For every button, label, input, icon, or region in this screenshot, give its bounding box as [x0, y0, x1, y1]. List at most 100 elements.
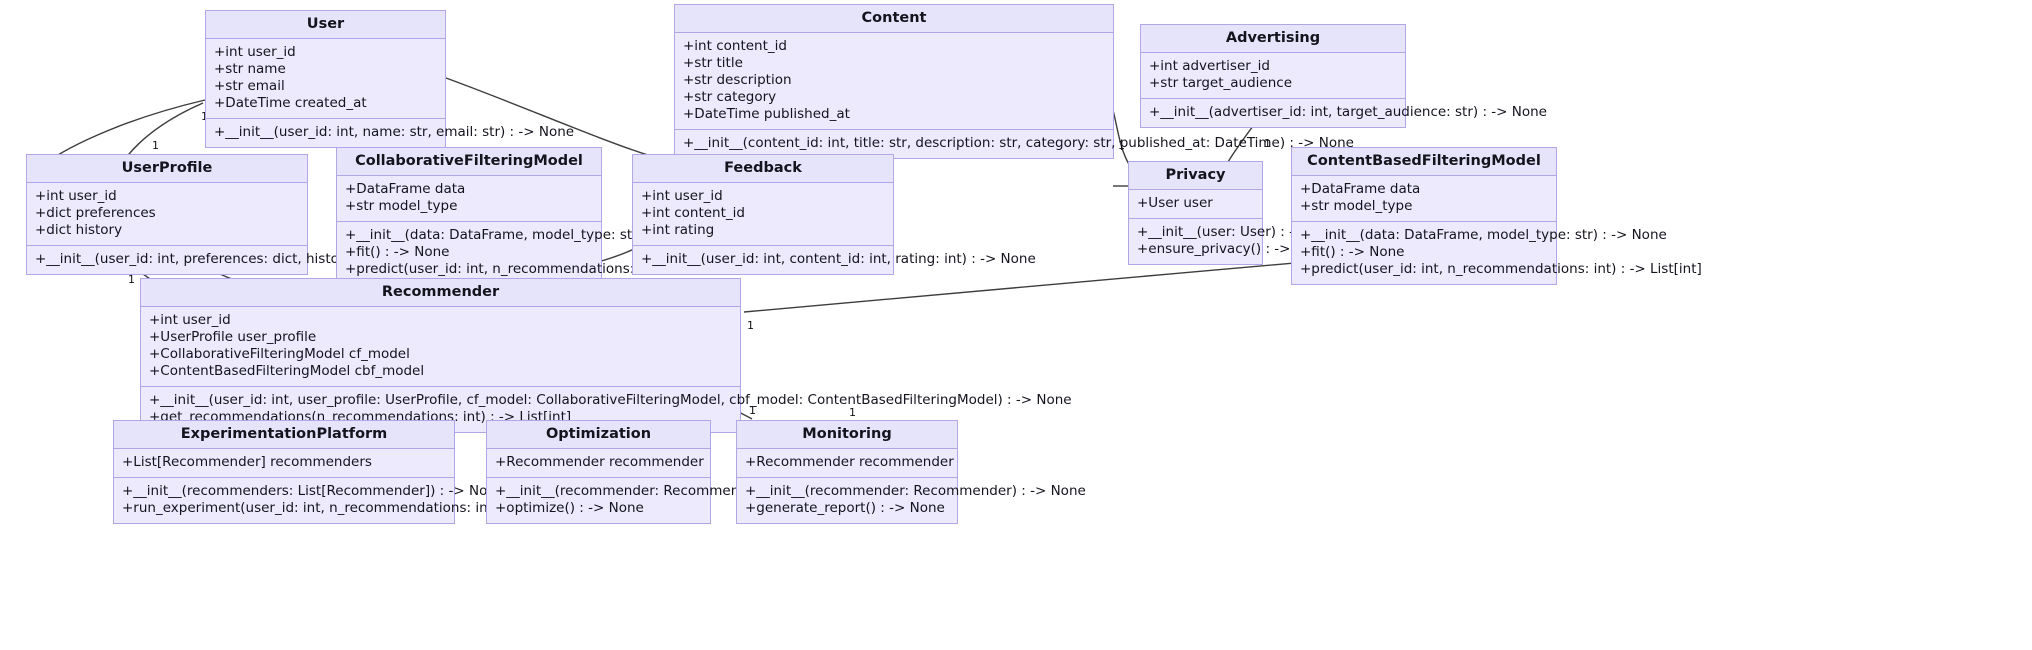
methods-section: +__init__(user_id: int, preferences: dic…: [27, 246, 460, 274]
attribute-row: +int content_id: [683, 38, 787, 54]
methods-section: +__init__(content_id: int, title: str, d…: [675, 130, 1354, 158]
attribute-row: +Recommender recommender: [495, 454, 704, 470]
methods-section: +__init__(user: User) : -> None +ensure_…: [1129, 219, 1345, 264]
attribute-row: +Recommender recommender: [745, 454, 954, 470]
attribute-row: +str target_audience: [1149, 75, 1293, 91]
attribute-row: +DateTime published_at: [683, 106, 850, 122]
class-title: Optimization: [487, 421, 710, 449]
multiplicity-label: 1: [152, 139, 159, 152]
class-node-monitoring[interactable]: Monitoring +Recommender recommender +__i…: [736, 420, 1086, 524]
class-title: Privacy: [1129, 162, 1262, 190]
class-node-contentbasedfilteringmodel[interactable]: ContentBasedFilteringModel +DataFrame da…: [1291, 147, 1702, 285]
attribute-row: +int content_id: [641, 205, 745, 221]
attributes-section: +List[Recommender] recommenders: [114, 449, 454, 478]
class-node-recommender[interactable]: Recommender +int user_id +UserProfile us…: [140, 278, 1072, 433]
method-row: +__init__(data: DataFrame, model_type: s…: [345, 227, 712, 243]
attributes-section: +int user_id +UserProfile user_profile +…: [141, 307, 740, 387]
attribute-row: +ContentBasedFilteringModel cbf_model: [149, 363, 425, 379]
methods-section: +__init__(user_id: int, name: str, email…: [206, 119, 575, 147]
method-row: +__init__(user_id: int, user_profile: Us…: [149, 392, 1072, 408]
attribute-row: +DataFrame data: [1300, 181, 1421, 197]
attribute-row: +str title: [683, 55, 743, 71]
edge-content-privacy: [1112, 109, 1131, 167]
method-row: +__init__(user_id: int, name: str, email…: [214, 124, 575, 140]
class-node-user[interactable]: User +int user_id +str name +str email +…: [205, 10, 575, 148]
attribute-row: +User user: [1137, 195, 1213, 211]
class-node-advertising[interactable]: Advertising +int advertiser_id +str targ…: [1140, 24, 1547, 128]
attributes-section: +DataFrame data +str model_type: [1292, 176, 1556, 222]
method-row: +fit() : -> None: [1300, 244, 1405, 260]
method-row: +__init__(recommenders: List[Recommender…: [122, 483, 505, 499]
method-row: +run_experiment(user_id: int, n_recommen…: [122, 500, 648, 516]
attributes-section: +DataFrame data +str model_type: [337, 176, 601, 222]
method-row: +__init__(recommender: Recommender) : ->…: [745, 483, 1086, 499]
attribute-row: +CollaborativeFilteringModel cf_model: [149, 346, 410, 362]
class-node-userprofile[interactable]: UserProfile +int user_id +dict preferenc…: [26, 154, 460, 275]
method-row: +__init__(user_id: int, preferences: dic…: [35, 251, 460, 267]
multiplicity-label: 1: [749, 404, 756, 417]
class-title: Feedback: [633, 155, 893, 183]
method-row: +ensure_privacy() : -> None: [1137, 241, 1330, 257]
method-row: +__init__(content_id: int, title: str, d…: [683, 135, 1354, 151]
class-node-content[interactable]: Content +int content_id +str title +str …: [674, 4, 1354, 159]
attributes-section: +int user_id +str name +str email +DateT…: [206, 39, 445, 119]
multiplicity-label: 1: [128, 273, 135, 286]
attributes-section: +int user_id +int content_id +int rating: [633, 183, 893, 246]
method-row: +__init__(data: DataFrame, model_type: s…: [1300, 227, 1667, 243]
attribute-row: +str description: [683, 72, 792, 88]
multiplicity-label: 1: [1264, 137, 1271, 150]
method-row: +__init__(user: User) : -> None: [1137, 224, 1345, 240]
method-row: +__init__(advertiser_id: int, target_aud…: [1149, 104, 1547, 120]
attribute-row: +DateTime created_at: [214, 95, 367, 111]
method-row: +generate_report() : -> None: [745, 500, 945, 516]
attribute-row: +dict preferences: [35, 205, 156, 221]
class-title: ExperimentationPlatform: [114, 421, 454, 449]
attributes-section: +int user_id +dict preferences +dict his…: [27, 183, 307, 246]
method-row: +optimize() : -> None: [495, 500, 644, 516]
attribute-row: +DataFrame data: [345, 181, 466, 197]
attribute-row: +str category: [683, 89, 777, 105]
class-title: Content: [675, 5, 1113, 33]
multiplicity-label: 1: [849, 406, 856, 419]
attribute-row: +List[Recommender] recommenders: [122, 454, 372, 470]
multiplicity-label: 1: [201, 111, 208, 122]
class-node-feedback[interactable]: Feedback +int user_id +int content_id +i…: [632, 154, 1036, 275]
attributes-section: +int advertiser_id +str target_audience: [1141, 53, 1405, 99]
class-title: Monitoring: [737, 421, 957, 449]
attribute-row: +int user_id: [149, 312, 231, 328]
methods-section: +__init__(data: DataFrame, model_type: s…: [337, 222, 747, 284]
attribute-row: +int user_id: [214, 44, 296, 60]
attribute-row: +str email: [214, 78, 285, 94]
class-node-collaborativefilteringmodel[interactable]: CollaborativeFilteringModel +DataFrame d…: [336, 147, 747, 285]
class-title: UserProfile: [27, 155, 307, 183]
attributes-section: +Recommender recommender: [487, 449, 710, 478]
attribute-row: +int rating: [641, 222, 715, 238]
attributes-section: +Recommender recommender: [737, 449, 957, 478]
attribute-row: +int user_id: [641, 188, 723, 204]
class-node-experimentationplatform[interactable]: ExperimentationPlatform +List[Recommende…: [113, 420, 648, 524]
class-title: Advertising: [1141, 25, 1405, 53]
methods-section: +__init__(data: DataFrame, model_type: s…: [1292, 222, 1702, 284]
methods-section: +__init__(recommender: Recommender) : ->…: [737, 478, 1086, 523]
multiplicity-label: 1: [1118, 139, 1125, 152]
methods-section: +__init__(advertiser_id: int, target_aud…: [1141, 99, 1547, 127]
method-row: +__init__(recommender: Recommender) : ->…: [495, 483, 836, 499]
class-node-optimization[interactable]: Optimization +Recommender recommender +_…: [486, 420, 836, 524]
method-row: +__init__(user_id: int, content_id: int,…: [641, 251, 1036, 267]
attribute-row: +int advertiser_id: [1149, 58, 1270, 74]
attribute-row: +str name: [214, 61, 286, 77]
methods-section: +__init__(recommenders: List[Recommender…: [114, 478, 648, 523]
attributes-section: +int content_id +str title +str descript…: [675, 33, 1113, 130]
method-row: +fit() : -> None: [345, 244, 450, 260]
class-title: User: [206, 11, 445, 39]
attribute-row: +dict history: [35, 222, 123, 238]
attribute-row: +UserProfile user_profile: [149, 329, 317, 345]
edge-user-feedback: [445, 77, 649, 156]
methods-section: +__init__(user_id: int, content_id: int,…: [633, 246, 1036, 274]
class-node-privacy[interactable]: Privacy +User user +__init__(user: User)…: [1128, 161, 1345, 265]
method-row: +predict(user_id: int, n_recommendations…: [1300, 261, 1702, 277]
multiplicity-label: 1: [747, 319, 754, 332]
methods-section: +__init__(recommender: Recommender) : ->…: [487, 478, 836, 523]
attribute-row: +str model_type: [1300, 198, 1413, 214]
